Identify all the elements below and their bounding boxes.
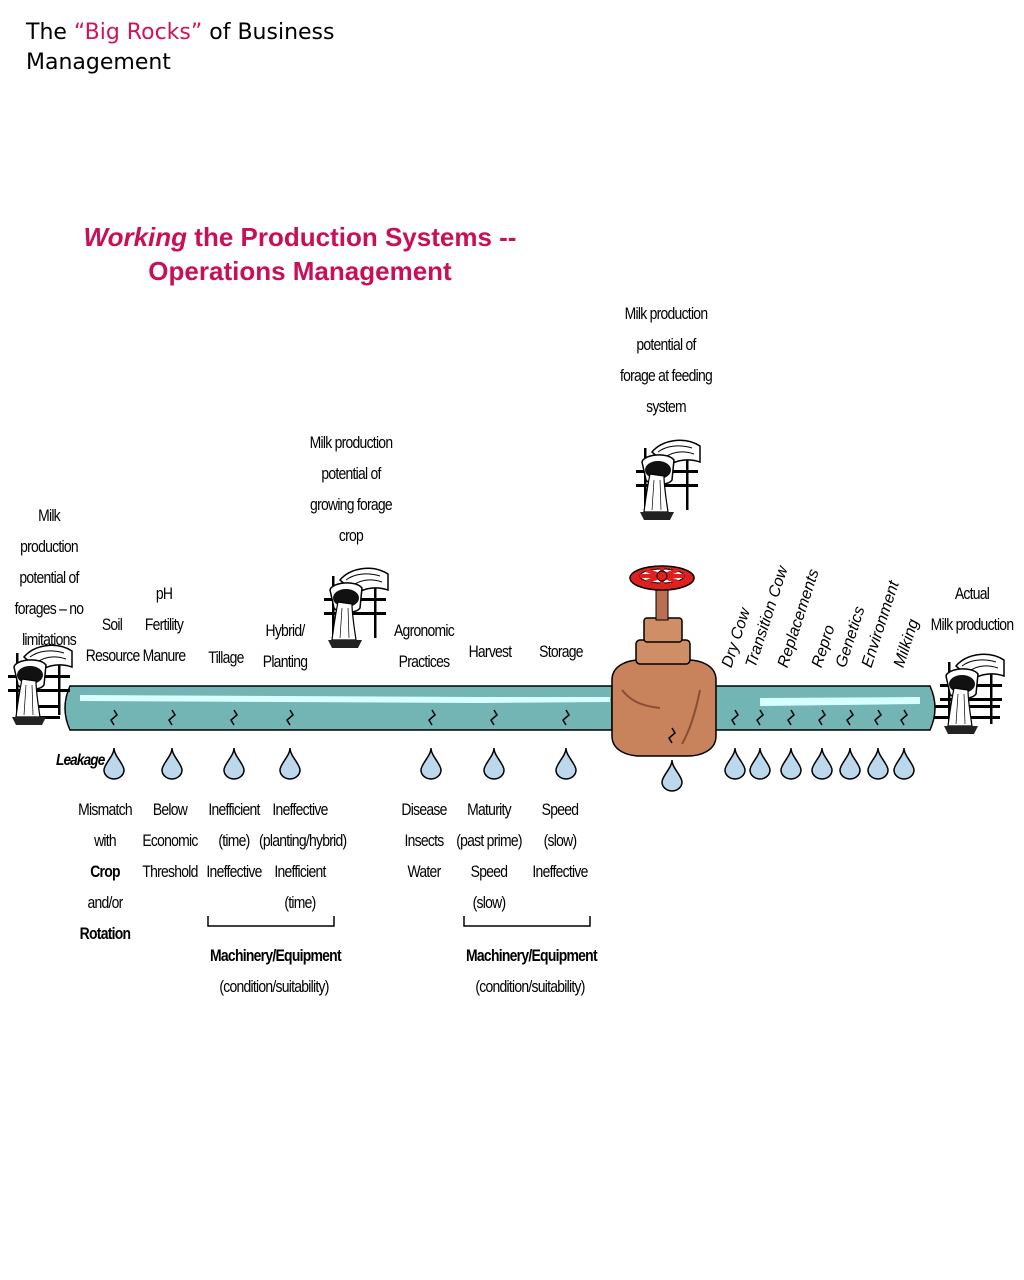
machinery-label-right: Machinery/Equipment(condition/suitabilit…	[466, 946, 598, 996]
stage-hybrid: Hybrid/Planting	[262, 621, 308, 671]
leak-drop-icon	[724, 747, 746, 780]
slide-header: The “Big Rocks” of Business Management	[26, 18, 426, 78]
bracket-left	[207, 916, 335, 927]
leak-drop-icon	[749, 747, 771, 780]
cow-pipe	[711, 685, 936, 731]
leak-hybrid: Ineffective(planting/hybrid)Inefficient(…	[259, 800, 347, 912]
leak-drop-icon	[279, 747, 301, 780]
faucet-growing-icon	[323, 567, 389, 649]
leak-drop-icon	[893, 747, 915, 780]
leak-drop-icon	[867, 747, 889, 780]
leak-drop-icon	[223, 747, 245, 780]
leak-drop-icon	[103, 747, 125, 780]
faucet-feeding-icon	[635, 439, 701, 521]
leak-drop-icon	[811, 747, 833, 780]
leak-drop-icon	[483, 747, 505, 780]
stage-harvest: Harvest	[468, 642, 513, 661]
leak-drop-icon	[555, 747, 577, 780]
header-highlight: “Big Rocks”	[73, 20, 203, 45]
leak-drop-icon	[420, 747, 442, 780]
leak-drop-icon	[161, 747, 183, 780]
title-italic: Working	[83, 222, 188, 252]
title-line2: Operations Management	[148, 256, 452, 286]
main-pipe	[64, 685, 613, 731]
leak-maturity: Maturity(past prime)Speed(slow)	[456, 800, 522, 912]
stage-tillage: Tillage	[208, 648, 244, 667]
title-rest: the Production Systems --	[187, 222, 517, 252]
header-prefix: The	[26, 20, 74, 45]
valve-handwheel	[629, 565, 695, 591]
leak-mismatch: Mismatch with Crop and/or Rotation	[78, 800, 132, 943]
leak-speed: Speed(slow)Ineffective	[532, 800, 588, 881]
leak-drop-icon	[661, 759, 683, 792]
machinery-label-left: Machinery/Equipment(condition/suitabilit…	[210, 946, 342, 996]
leak-drop-icon	[839, 747, 861, 780]
diagram-title: Working the Production Systems -- Operat…	[40, 220, 560, 288]
faucet-actual-icon	[939, 653, 1005, 735]
leak-tillage: Inefficient(time)Ineffective	[206, 800, 262, 881]
leak-drop-icon	[780, 747, 802, 780]
leak-drops	[103, 747, 915, 792]
leakage-label: Leakage	[56, 752, 105, 769]
header-line2: Management	[26, 50, 171, 75]
stage-storage: Storage	[539, 642, 583, 661]
valve	[611, 589, 717, 757]
header-suffix: of Business	[202, 20, 335, 45]
faucet-forages-icon	[7, 644, 73, 726]
bracket-right	[463, 916, 591, 927]
